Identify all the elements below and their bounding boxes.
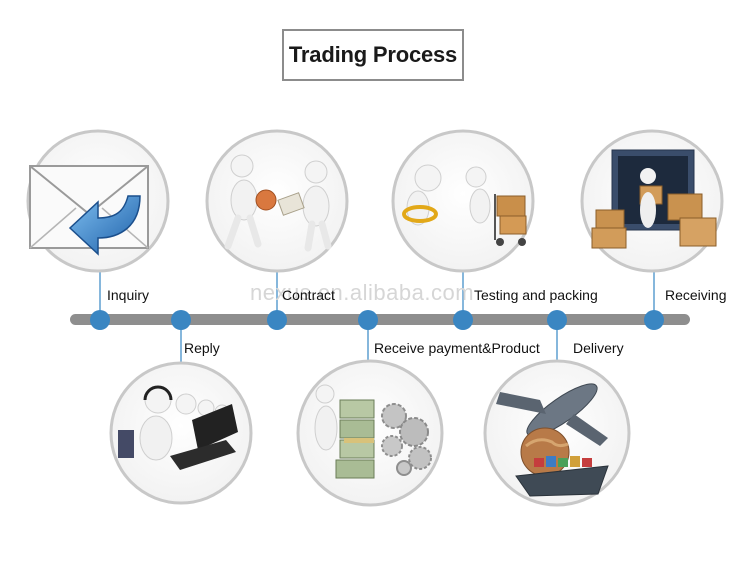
step-label-receiving: Receiving — [665, 287, 727, 303]
timeline-bar — [70, 314, 690, 325]
node-testing — [453, 310, 473, 330]
node-receiving — [644, 310, 664, 330]
watermark-text: nexus.en.alibaba.com — [250, 280, 475, 305]
envelope-arrow-icon — [26, 129, 170, 273]
step-label-inquiry: Inquiry — [107, 287, 150, 303]
handshake-contract-icon — [205, 129, 349, 273]
inspection-packing-icon — [391, 129, 535, 273]
step-label-contract: Contract — [282, 287, 335, 303]
step-label-delivery: Delivery — [573, 340, 624, 356]
container-boxes-icon — [580, 129, 724, 273]
node-inquiry — [90, 310, 110, 330]
plane-ship-icon — [483, 359, 631, 507]
step-label-reply: Reply — [184, 340, 220, 356]
node-contract — [267, 310, 287, 330]
step-label-testing-packing: Testing and packing — [474, 287, 598, 303]
money-gears-icon — [296, 359, 444, 507]
step-label-receive-payment: Receive payment&Product — [374, 340, 540, 356]
node-delivery — [547, 310, 567, 330]
call-center-icon — [109, 361, 253, 505]
node-payment — [358, 310, 378, 330]
node-reply — [171, 310, 191, 330]
diagram-title: Trading Process — [282, 29, 464, 81]
connector-lines — [99, 270, 655, 364]
